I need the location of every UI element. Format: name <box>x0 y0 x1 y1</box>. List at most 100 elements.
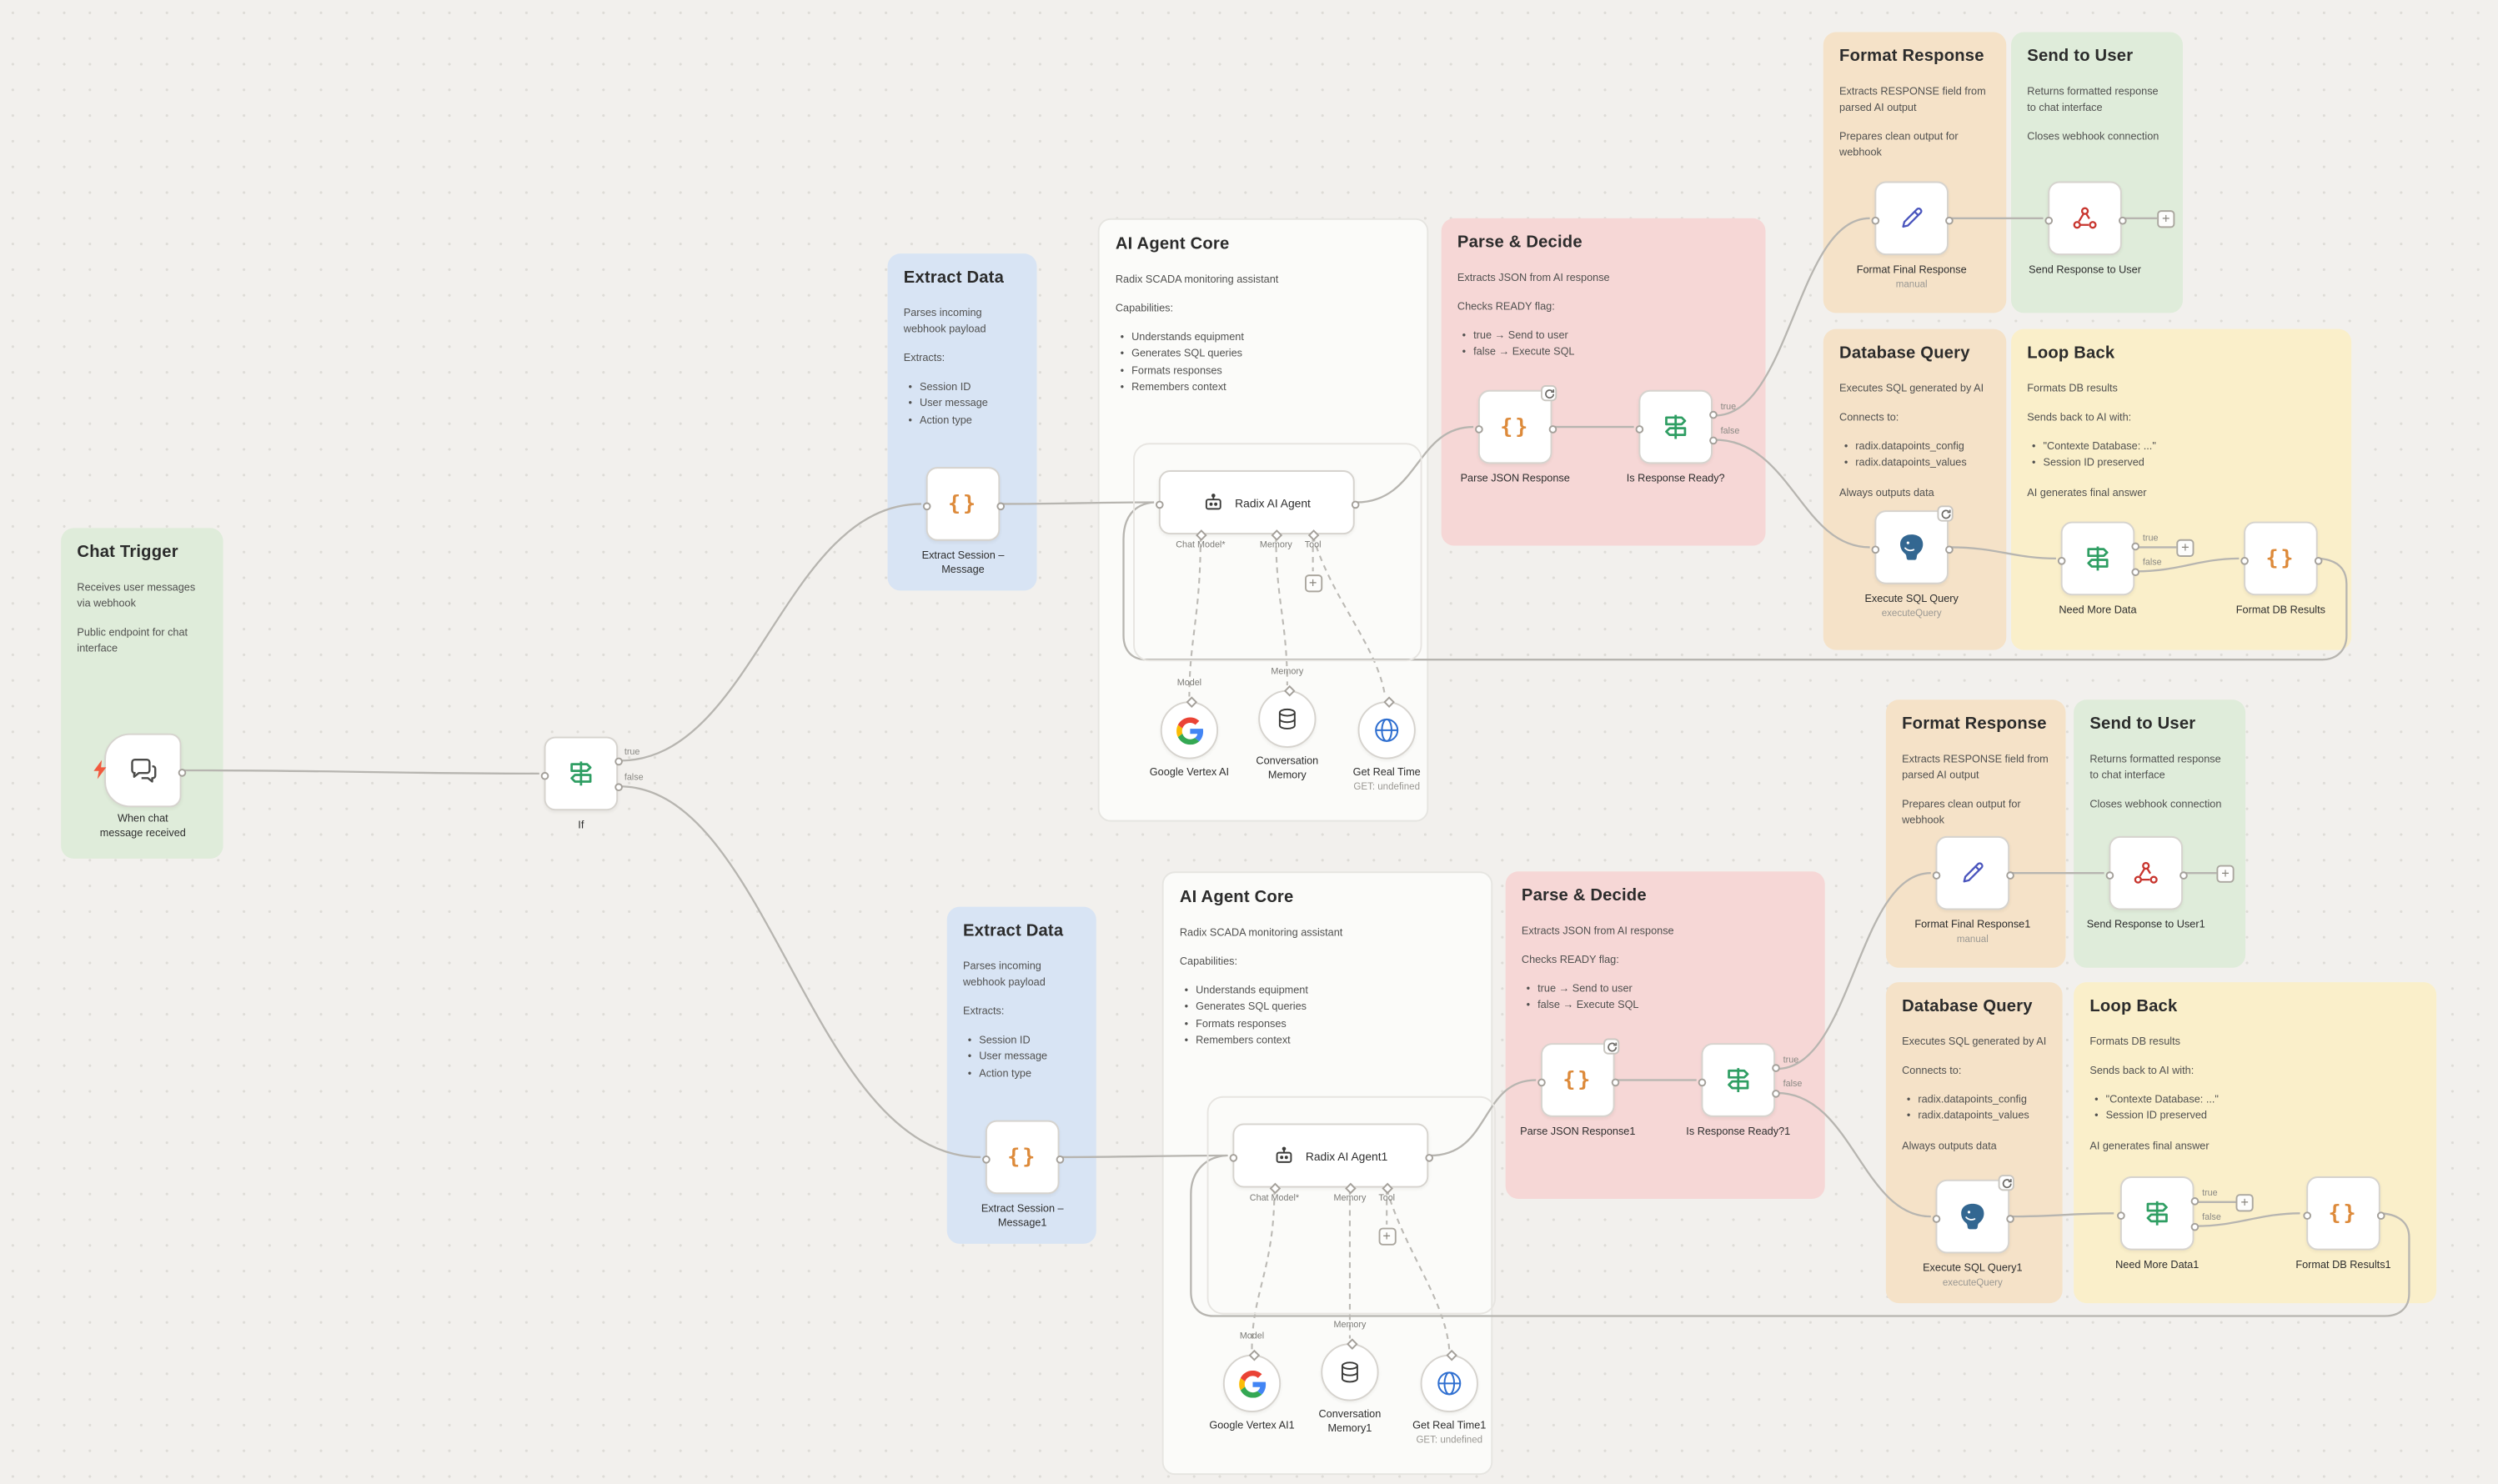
node-is-response-ready1[interactable] <box>1697 1043 1779 1117</box>
conn-extract1-agent1[interactable] <box>1061 1154 1228 1159</box>
output-port-false[interactable] <box>2190 1222 2199 1231</box>
node-execute-sql-query1[interactable] <box>1931 1175 2014 1254</box>
node-google-vertex-ai1[interactable] <box>1222 1349 1282 1412</box>
node-need-more-data[interactable] <box>2056 521 2139 596</box>
output-port[interactable] <box>2118 215 2126 224</box>
output-port-true[interactable] <box>2190 1197 2199 1206</box>
conn-agent-tool[interactable] <box>1312 535 1387 697</box>
node-get-real-time[interactable] <box>1357 696 1416 760</box>
conn-isready1-true-format1[interactable] <box>1776 872 1931 1070</box>
conn-formatdb1-agent1-loop[interactable] <box>1190 1154 2410 1317</box>
output-port-true[interactable] <box>614 757 622 766</box>
node-format-final-response1[interactable] <box>1931 835 2014 910</box>
input-port[interactable] <box>539 770 549 780</box>
node-extract-session-message[interactable]: {} <box>921 467 1005 541</box>
output-port[interactable] <box>177 768 186 776</box>
conn-agent-parse[interactable] <box>1356 425 1474 504</box>
input-port[interactable] <box>1228 1153 1237 1161</box>
conn-extract-agent[interactable] <box>1001 501 1155 505</box>
input-port[interactable] <box>2240 556 2248 564</box>
input-port[interactable] <box>1474 424 1482 433</box>
node-execute-sql-query[interactable] <box>1870 505 1954 584</box>
sticky-format-response-bottom[interactable]: Format Response Extracts RESPONSE field … <box>1885 699 2066 968</box>
add-node-button[interactable]: + <box>2235 1193 2254 1211</box>
input-port[interactable] <box>1931 1214 1940 1222</box>
input-port[interactable] <box>921 501 930 510</box>
input-port[interactable] <box>1870 215 1879 224</box>
conn-needmore-false-formatdb[interactable] <box>2136 557 2240 573</box>
node-radix-ai-agent1[interactable]: Radix AI Agent1 <box>1228 1123 1433 1188</box>
node-when-chat-message-received[interactable] <box>93 733 186 808</box>
conn-isready-true-format[interactable] <box>1713 217 1870 417</box>
input-port[interactable] <box>2116 1211 2124 1220</box>
sticky-loop-back-bottom[interactable]: Loop Back Formats DB results Sends back … <box>2074 982 2437 1304</box>
input-port[interactable] <box>1870 544 1879 554</box>
input-port[interactable] <box>1931 870 1940 879</box>
node-google-vertex-ai[interactable] <box>1160 696 1219 760</box>
output-port-true[interactable] <box>2130 542 2139 551</box>
node-conversation-memory1[interactable] <box>1321 1338 1379 1401</box>
conn-isready-false-sql[interactable] <box>1713 439 1870 549</box>
conn-trigger-if[interactable] <box>181 769 539 775</box>
input-port[interactable] <box>2302 1211 2311 1220</box>
add-node-button[interactable]: + <box>2216 864 2235 882</box>
input-port[interactable] <box>1537 1077 1545 1086</box>
conn-agent1-parse1[interactable] <box>1430 1079 1537 1157</box>
node-format-db-results1[interactable]: {} <box>2302 1176 2385 1251</box>
sticky-database-query-top[interactable]: Database Query Executes SQL generated by… <box>1823 328 2007 650</box>
node-extract-session-message1[interactable]: {} <box>981 1120 1064 1195</box>
output-port[interactable] <box>2179 870 2187 879</box>
output-port[interactable] <box>1610 1077 1619 1086</box>
node-get-real-time1[interactable] <box>1420 1349 1478 1412</box>
node-if[interactable] <box>539 736 622 811</box>
input-port[interactable] <box>981 1155 990 1163</box>
output-port[interactable] <box>1944 215 1953 224</box>
input-port[interactable] <box>2044 215 2053 224</box>
add-node-button[interactable]: + <box>2157 209 2175 228</box>
sticky-send-to-user-bottom[interactable]: Send to User Returns formatted response … <box>2074 699 2246 968</box>
output-port[interactable] <box>996 501 1005 510</box>
output-port-false[interactable] <box>2130 568 2139 577</box>
node-format-final-response[interactable] <box>1870 181 1953 256</box>
conn-if-true-extract[interactable] <box>619 503 921 762</box>
conn-agent1-tool[interactable] <box>1386 1189 1451 1351</box>
input-port[interactable] <box>2056 556 2065 564</box>
sticky-parse-decide-bottom[interactable]: Parse & Decide Extracts JSON from AI res… <box>1505 871 1825 1199</box>
output-port-false[interactable] <box>1708 436 1717 445</box>
output-port[interactable] <box>1424 1153 1433 1161</box>
output-port-true[interactable] <box>1708 410 1717 419</box>
node-is-response-ready[interactable] <box>1634 389 1717 464</box>
node-conversation-memory[interactable] <box>1258 684 1317 749</box>
output-port[interactable] <box>1547 424 1557 433</box>
conn-sql1-needmore1[interactable] <box>2011 1212 2114 1218</box>
input-port[interactable] <box>2104 870 2114 879</box>
conn-isready1-false-sql1[interactable] <box>1776 1091 1931 1218</box>
output-port[interactable] <box>2005 1214 2014 1222</box>
add-node-button[interactable]: + <box>2176 538 2195 557</box>
conn-agent-model[interactable] <box>1188 535 1201 697</box>
output-port-false[interactable] <box>1771 1090 1779 1098</box>
input-port[interactable] <box>1155 499 1163 509</box>
conn-needmore1-false-formatdb1[interactable] <box>2195 1212 2300 1227</box>
output-port[interactable] <box>2313 556 2322 564</box>
sticky-loop-back-top[interactable]: Loop Back Formats DB results Sends back … <box>2011 328 2352 650</box>
output-port[interactable] <box>2375 1211 2385 1220</box>
node-send-response-to-user[interactable] <box>2044 181 2126 256</box>
conn-if-false-extract1[interactable] <box>619 785 981 1159</box>
output-port[interactable] <box>1055 1155 1064 1163</box>
output-port-true[interactable] <box>1771 1064 1779 1072</box>
node-need-more-data1[interactable] <box>2116 1176 2199 1251</box>
node-send-response-to-user1[interactable] <box>2104 835 2187 910</box>
node-radix-ai-agent[interactable]: Radix AI Agent <box>1155 470 1359 535</box>
output-port[interactable] <box>1944 544 1953 554</box>
output-port-false[interactable] <box>614 783 622 792</box>
sticky-format-response-top[interactable]: Format Response Extracts RESPONSE field … <box>1823 32 2007 313</box>
node-parse-json-response[interactable]: {} <box>1474 385 1557 464</box>
sticky-parse-decide-top[interactable]: Parse & Decide Extracts JSON from AI res… <box>1441 218 1766 546</box>
conn-agent-memory[interactable] <box>1275 535 1288 685</box>
output-port[interactable] <box>1350 499 1359 509</box>
node-format-db-results[interactable]: {} <box>2240 521 2322 596</box>
node-parse-json-response1[interactable]: {} <box>1537 1038 1620 1117</box>
input-port[interactable] <box>1634 424 1643 433</box>
